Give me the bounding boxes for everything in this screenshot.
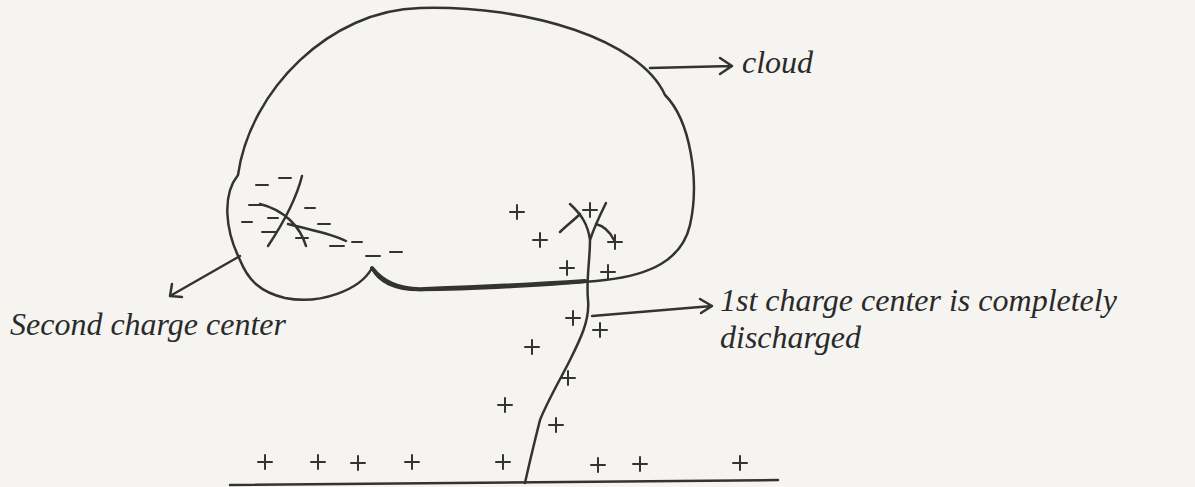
annotation-label: Second charge center xyxy=(8,306,288,343)
cloud-base-stroke xyxy=(372,268,585,289)
ground-line xyxy=(230,480,778,485)
annotation-label: 1st charge center is completely discharg… xyxy=(720,282,1160,356)
second-center-discharge xyxy=(260,176,346,246)
leader-arrow xyxy=(650,58,732,74)
lightning-stroke xyxy=(525,203,614,483)
leader-arrow xyxy=(170,256,240,297)
negative-charges xyxy=(242,178,402,256)
leader-arrow xyxy=(592,299,712,316)
cloud-outline xyxy=(227,8,694,300)
positive-charges xyxy=(258,203,747,472)
annotation-label: cloud xyxy=(742,44,942,81)
